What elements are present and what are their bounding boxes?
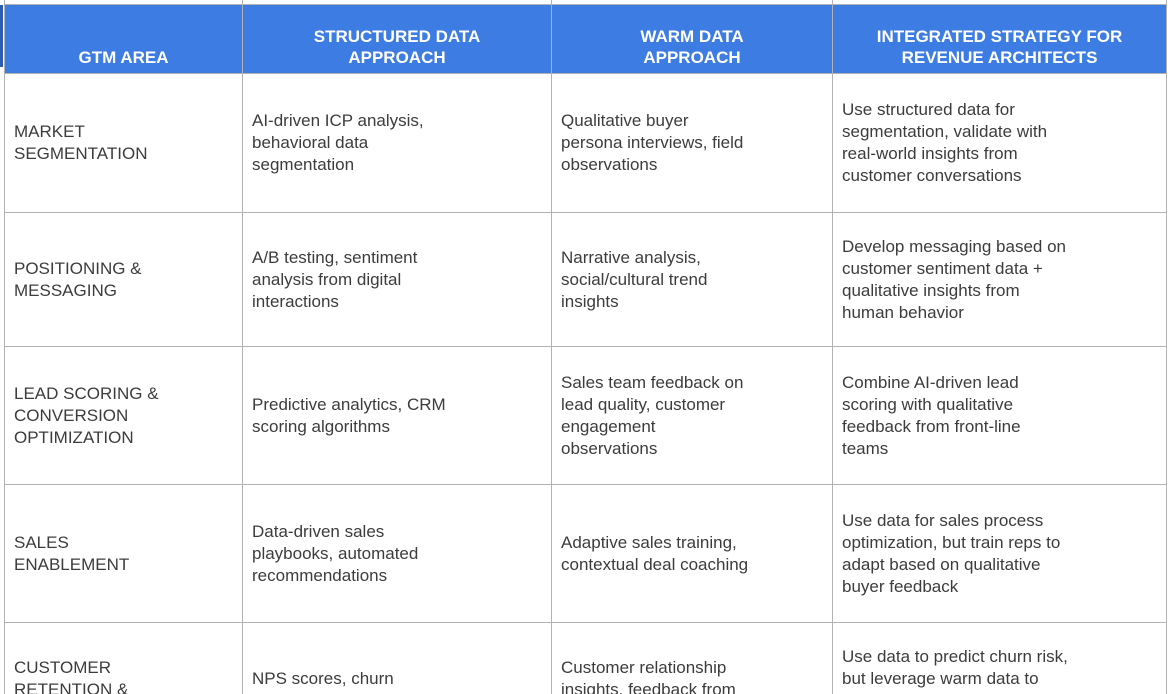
cell-area[interactable]: MARKET SEGMENTATION [4,73,243,213]
cell-structured[interactable]: Data-driven sales playbooks, automated r… [242,484,552,623]
table-row-market-segmentation: MARKET SEGMENTATION AI-driven ICP analys… [4,73,1167,213]
cell-integrated[interactable]: Use data for sales process optimization,… [832,484,1167,623]
cell-structured[interactable]: NPS scores, churn prediction models [242,622,552,694]
column-header-integrated-strategy[interactable]: INTEGRATED STRATEGY FOR REVENUE ARCHITEC… [832,4,1167,74]
cell-integrated[interactable]: Develop messaging based on customer sent… [832,212,1167,347]
table-header-row: GTM AREA STRUCTURED DATA APPROACH WARM D… [4,4,1167,74]
cell-area[interactable]: SALES ENABLEMENT [4,484,243,623]
cell-warm[interactable]: Qualitative buyer persona interviews, fi… [551,73,833,213]
cell-structured[interactable]: A/B testing, sentiment analysis from dig… [242,212,552,347]
column-header-gtm-area[interactable]: GTM AREA [4,4,243,74]
column-header-warm-data[interactable]: WARM DATA APPROACH [551,4,833,74]
cell-integrated[interactable]: Use data to predict churn risk, but leve… [832,622,1167,694]
table-row-customer-retention: CUSTOMER RETENTION & EXPANSION NPS score… [4,622,1167,694]
cell-area[interactable]: LEAD SCORING & CONVERSION OPTIMIZATION [4,346,243,485]
gtm-strategy-table: GTM AREA STRUCTURED DATA APPROACH WARM D… [4,0,1167,694]
cell-warm[interactable]: Customer relationship insights, feedback… [551,622,833,694]
cell-warm[interactable]: Sales team feedback on lead quality, cus… [551,346,833,485]
cell-structured[interactable]: AI-driven ICP analysis, behavioral data … [242,73,552,213]
cell-structured[interactable]: Predictive analytics, CRM scoring algori… [242,346,552,485]
cell-integrated[interactable]: Use structured data for segmentation, va… [832,73,1167,213]
cell-integrated[interactable]: Combine AI-driven lead scoring with qual… [832,346,1167,485]
table-row-positioning-messaging: POSITIONING & MESSAGING A/B testing, sen… [4,212,1167,347]
column-header-structured-data[interactable]: STRUCTURED DATA APPROACH [242,4,552,74]
table-row-sales-enablement: SALES ENABLEMENT Data-driven sales playb… [4,484,1167,623]
cell-warm[interactable]: Adaptive sales training, contextual deal… [551,484,833,623]
cell-area[interactable]: CUSTOMER RETENTION & EXPANSION [4,622,243,694]
table-row-lead-scoring: LEAD SCORING & CONVERSION OPTIMIZATION P… [4,346,1167,485]
adjacent-cell-edge [0,5,3,67]
cell-warm[interactable]: Narrative analysis, social/cultural tren… [551,212,833,347]
cell-area[interactable]: POSITIONING & MESSAGING [4,212,243,347]
